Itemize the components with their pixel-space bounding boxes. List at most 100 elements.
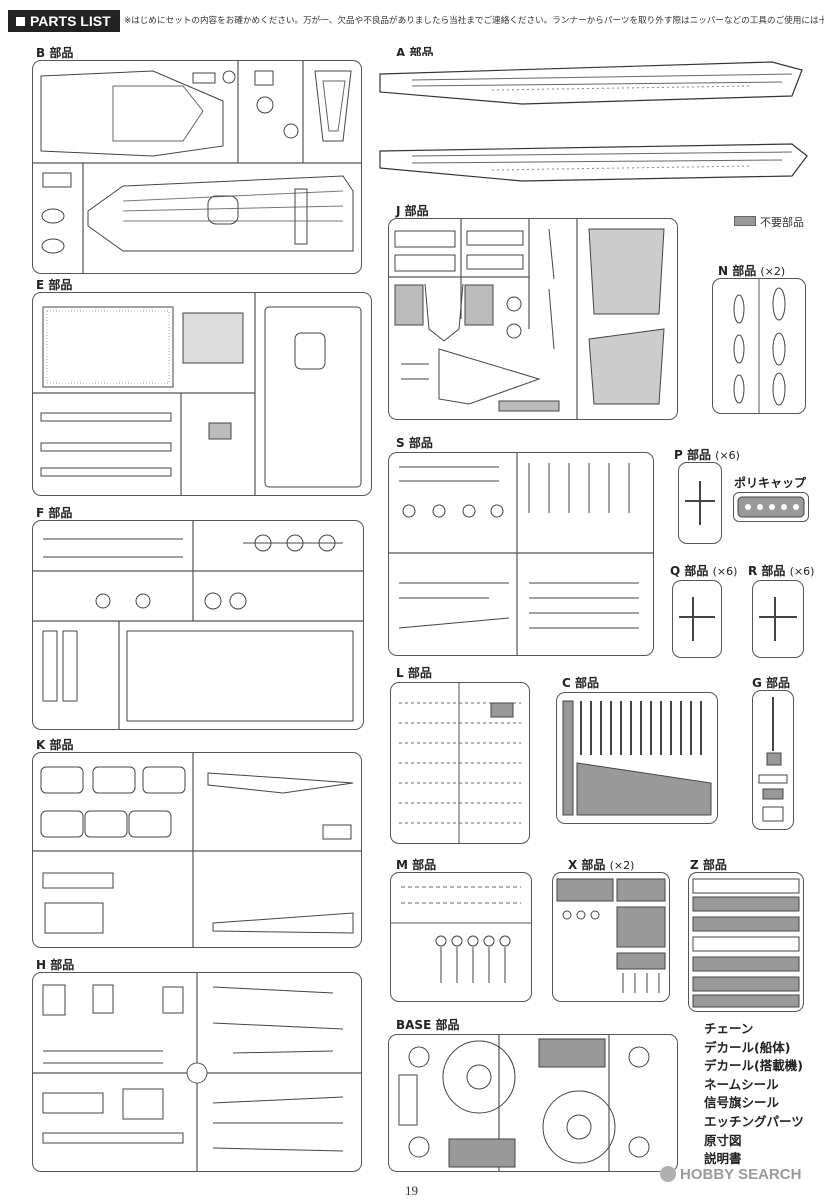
sprue-q-drawing	[679, 597, 715, 641]
sprue-base-label-text: BASE 部品	[396, 1018, 460, 1032]
accessory-item: デカール(船体)	[704, 1039, 791, 1055]
accessory-item: エッチングパーツ	[704, 1113, 804, 1129]
square-icon	[16, 17, 25, 26]
sprue-m-label: M 部品	[396, 856, 436, 873]
sprue-x-drawing	[556, 878, 666, 993]
sprue-a	[372, 56, 812, 194]
parts-list-title-text: PARTS LIST	[30, 13, 111, 29]
sprue-z-label: Z 部品	[690, 856, 727, 873]
sprue-n-label: N 部品 (×2)	[718, 262, 785, 279]
sprue-r	[752, 580, 804, 658]
sprue-e-label-text: E 部品	[36, 278, 73, 292]
sprue-s-drawing	[389, 453, 653, 655]
sprue-base-label: BASE 部品	[396, 1016, 459, 1033]
sprue-f-drawing	[33, 521, 363, 729]
sprue-z-drawing	[692, 878, 800, 1008]
sprue-b	[32, 60, 362, 274]
accessory-item: デカール(搭載機)	[704, 1058, 803, 1074]
sprue-c-label: C 部品	[562, 674, 599, 691]
sprue-g-label: G 部品	[752, 674, 790, 691]
sprue-k-drawing	[33, 753, 361, 947]
unused-parts-legend: 不要部品	[734, 214, 804, 230]
polycap-drawing	[737, 496, 805, 518]
sprue-m	[390, 872, 532, 1002]
sprue-p-multiplier: (×6)	[715, 449, 740, 462]
parts-list-header: PARTS LIST ※はじめにセットの内容をお確かめください。万が一、欠品や不…	[8, 10, 824, 34]
sprue-p	[678, 462, 722, 544]
sprue-p-drawing	[685, 481, 715, 525]
accessory-item: ネームシール	[704, 1076, 779, 1092]
sprue-r-multiplier: (×6)	[789, 565, 815, 578]
sprue-base-drawing	[398, 1035, 650, 1171]
parts-list-note: ※はじめにセットの内容をお確かめください。万が一、欠品や不良品がありましたら当社…	[124, 16, 824, 26]
sprue-b-label-text: B 部品	[36, 46, 74, 60]
sprue-e	[32, 292, 372, 496]
accessory-item: 原寸図	[704, 1132, 742, 1148]
sprue-n-drawing	[733, 279, 786, 413]
sprue-s-label: S 部品	[396, 434, 433, 451]
sprue-k-label-text: K 部品	[36, 738, 74, 752]
sprue-x	[552, 872, 670, 1002]
polycap-label: ポリキャップ	[734, 476, 807, 490]
sprue-l-label-text: L 部品	[396, 666, 432, 680]
sprue-c	[556, 692, 718, 824]
sprue-e-drawing	[33, 293, 362, 495]
sprue-g-drawing	[758, 697, 788, 822]
accessory-item: 説明書	[704, 1151, 742, 1167]
sprue-n-multiplier: (×2)	[760, 265, 786, 278]
watermark: HOBBY SEARCH	[660, 1166, 801, 1183]
sprue-base	[388, 1034, 678, 1172]
sprue-f	[32, 520, 364, 730]
sprue-g-label-text: G 部品	[752, 676, 791, 690]
sprue-x-label: X 部品 (×2)	[568, 856, 634, 873]
sprue-r-label: R 部品 (×6)	[748, 562, 814, 579]
sprue-q	[672, 580, 722, 658]
sprue-b-label: B 部品	[36, 44, 73, 61]
sprue-j-drawing	[389, 219, 665, 419]
sprue-r-drawing	[759, 597, 797, 641]
sprue-j-label: J 部品	[396, 202, 429, 219]
sprue-h-label: H 部品	[36, 956, 74, 973]
sprue-l	[390, 682, 530, 844]
sprue-n	[712, 278, 806, 414]
sprue-c-label-text: C 部品	[562, 676, 599, 690]
sprue-p-label: P 部品 (×6)	[674, 446, 740, 463]
sprue-j	[388, 218, 678, 420]
sprue-r-label-text: R 部品	[748, 564, 786, 578]
sprue-e-label: E 部品	[36, 276, 72, 293]
unused-parts-label: 不要部品	[760, 216, 804, 229]
sprue-g	[752, 690, 794, 830]
unused-parts-swatch	[734, 216, 756, 226]
page-number: 19	[405, 1183, 418, 1198]
watermark-text: HOBBY SEARCH	[680, 1166, 802, 1183]
sprue-q-label-text: Q 部品	[670, 564, 709, 578]
sprue-p-label-text: P 部品	[674, 448, 711, 462]
sprue-j-label-text: J 部品	[396, 204, 429, 218]
accessories-list: チェーン デカール(船体) デカール(搭載機) ネームシール 信号旗シール エッ…	[704, 1020, 804, 1169]
parts-list-title: PARTS LIST	[8, 10, 120, 32]
sprue-x-label-text: X 部品	[568, 858, 606, 872]
sprue-m-label-text: M 部品	[396, 858, 437, 872]
sprue-m-drawing	[391, 886, 531, 983]
sprue-z	[688, 872, 804, 1012]
sprue-h	[32, 972, 362, 1172]
accessory-item: チェーン	[704, 1021, 754, 1036]
sprue-q-multiplier: (×6)	[712, 565, 738, 578]
sprue-x-multiplier: (×2)	[609, 859, 635, 872]
sprue-z-label-text: Z 部品	[690, 858, 727, 872]
watermark-logo-icon	[660, 1166, 676, 1182]
polycap-sprue	[733, 492, 809, 522]
sprue-c-drawing	[562, 700, 712, 816]
sprue-a-drawing	[379, 61, 808, 182]
accessory-item: 信号旗シール	[704, 1095, 780, 1111]
sprue-l-label: L 部品	[396, 664, 432, 681]
sprue-b-drawing	[33, 61, 361, 273]
sprue-f-label: F 部品	[36, 504, 72, 521]
sprue-h-drawing	[33, 973, 361, 1171]
sprue-q-label: Q 部品 (×6)	[670, 562, 737, 579]
sprue-k-label: K 部品	[36, 736, 73, 753]
sprue-s-label-text: S 部品	[396, 436, 433, 450]
sprue-k	[32, 752, 362, 948]
sprue-l-drawing	[399, 683, 521, 843]
sprue-f-label-text: F 部品	[36, 506, 73, 520]
